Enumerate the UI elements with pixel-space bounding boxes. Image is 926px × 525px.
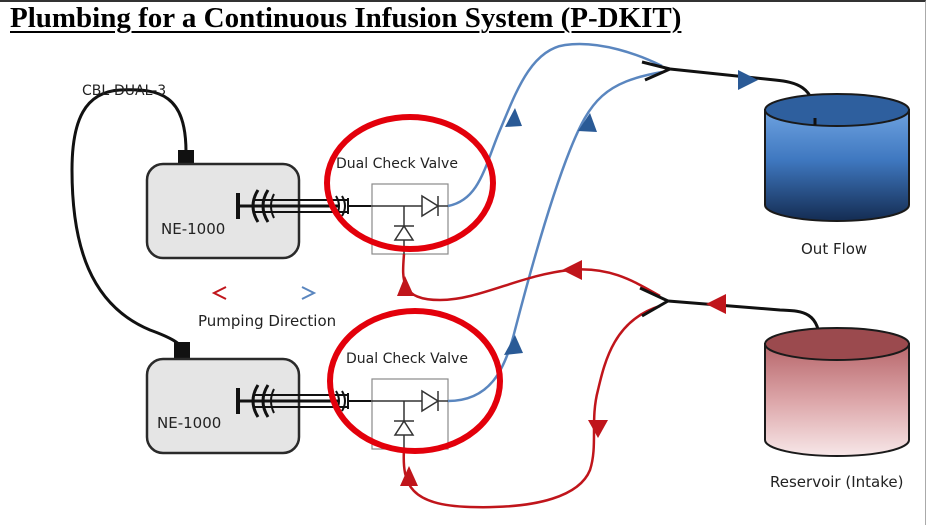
- syringe-top: [236, 189, 375, 223]
- flow-arrow-icon: [706, 294, 726, 314]
- flow-arrow-icon: [738, 70, 758, 90]
- valve-bottom-label: Dual Check Valve: [346, 351, 468, 367]
- flow-arrow-icon: [397, 276, 414, 296]
- valve-top-label: Dual Check Valve: [336, 156, 458, 172]
- flow-arrow-icon: [588, 420, 608, 438]
- cable-connector-bottom: [174, 342, 190, 358]
- cable-label: CBL-DUAL-3: [82, 83, 166, 99]
- cable-connector-top: [178, 150, 194, 166]
- highlight-circle-top: [324, 114, 496, 252]
- pumping-direction-arrow: [211, 286, 317, 300]
- flow-arrow-icon: [504, 335, 523, 355]
- flow-arrow-icon: [400, 466, 418, 486]
- flow-arrow-icon: [578, 113, 597, 132]
- blue-tube-top-valve: [447, 42, 663, 208]
- pumping-direction-label: Pumping Direction: [198, 312, 336, 330]
- blue-tube-bottom-valve: [447, 70, 663, 403]
- red-tube-top-valve: [401, 253, 661, 302]
- reservoir-label: Reservoir (Intake): [770, 473, 903, 491]
- check-valve-bottom: [371, 378, 449, 450]
- outflow-label: Out Flow: [801, 240, 867, 258]
- flow-arrow-icon: [562, 260, 582, 280]
- pump-top-label: NE-1000: [161, 220, 225, 238]
- reservoir-tank: [764, 327, 910, 457]
- highlight-circle-bottom: [327, 308, 503, 454]
- page-title: Plumbing for a Continuous Infusion Syste…: [10, 2, 682, 34]
- flow-arrow-icon: [505, 108, 522, 127]
- red-tube-bottom-valve: [402, 304, 661, 509]
- outflow-tank: [764, 93, 910, 222]
- check-valve-top: [371, 183, 449, 255]
- pump-bottom-label: NE-1000: [157, 414, 221, 432]
- cable-line: [70, 88, 188, 351]
